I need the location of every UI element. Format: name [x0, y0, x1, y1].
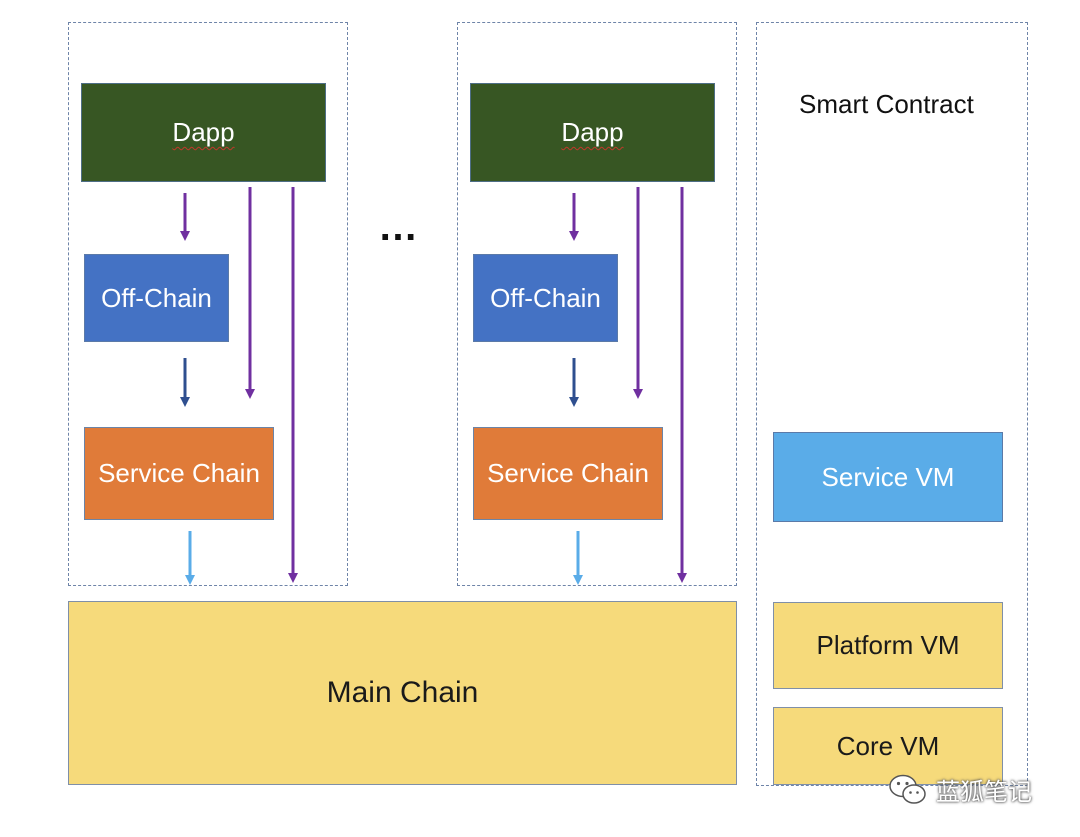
core-vm-box: Core VM — [773, 707, 1003, 785]
platform-vm-box: Platform VM — [773, 602, 1003, 689]
main-chain-box: Main Chain — [68, 601, 737, 785]
ellipsis: … — [378, 205, 420, 249]
middle-dapp-group — [457, 22, 737, 586]
middle-off-chain-box: Off-Chain — [473, 254, 618, 342]
platform-vm-label: Platform VM — [816, 630, 960, 660]
watermark-text: 蓝狐笔记 — [936, 779, 1032, 806]
left-off-chain-box: Off-Chain — [84, 254, 229, 342]
wechat-icon — [889, 774, 926, 804]
left-service-chain-label: Service Chain — [98, 458, 260, 488]
service-vm-label: Service VM — [821, 461, 955, 492]
middle-dapp-box: Dapp — [470, 83, 715, 182]
service-vm-box: Service VM — [773, 432, 1003, 522]
left-service-chain-box: Service Chain — [84, 427, 274, 520]
watermark: 蓝狐笔记 — [888, 772, 1032, 807]
left-dapp-group — [68, 22, 348, 586]
main-chain-label: Main Chain — [326, 676, 479, 709]
middle-service-chain-label: Service Chain — [487, 458, 649, 488]
left-dapp-label: Dapp — [172, 117, 235, 147]
middle-dapp-label: Dapp — [561, 117, 624, 147]
middle-off-chain-label: Off-Chain — [490, 282, 601, 313]
core-vm-label: Core VM — [836, 730, 940, 761]
left-off-chain-label: Off-Chain — [101, 282, 212, 313]
left-dapp-box: Dapp — [81, 83, 326, 182]
smart-contract-title: Smart Contract — [799, 89, 974, 119]
middle-service-chain-box: Service Chain — [473, 427, 663, 520]
